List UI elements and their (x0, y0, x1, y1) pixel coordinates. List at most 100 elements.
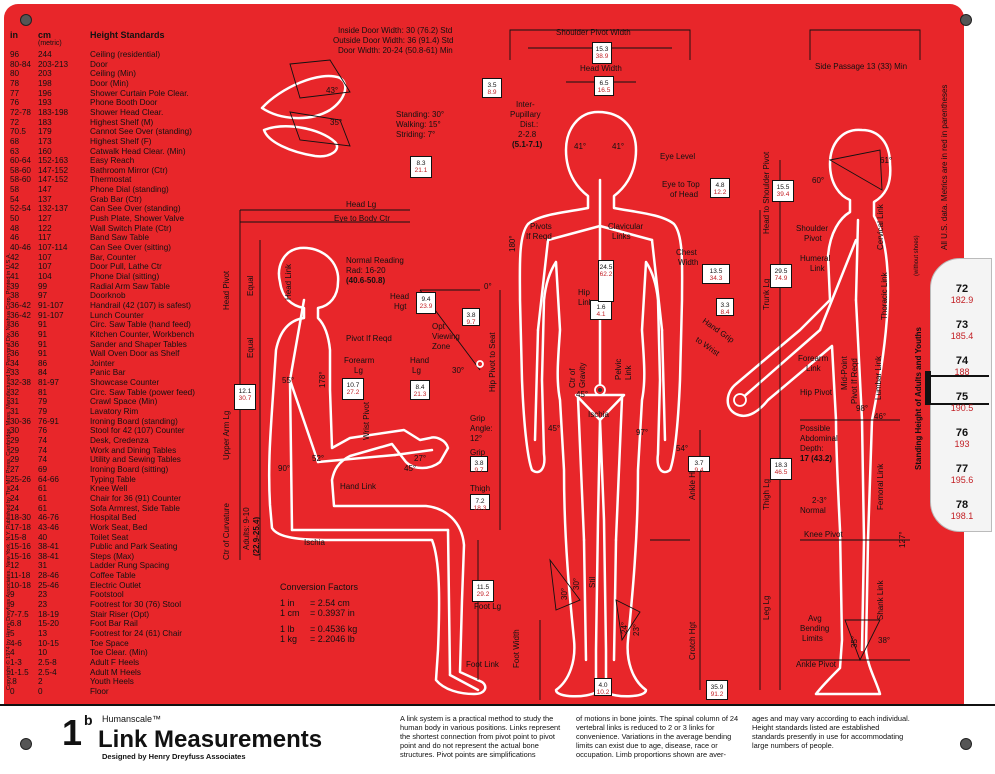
box-in: 8.4 (415, 384, 425, 391)
box-cm: 23.9 (419, 303, 433, 310)
conversion-factors: Conversion Factors 1 in= 2.54 cm 1 cm= 0… (280, 582, 358, 644)
box-in: 24.5 (599, 264, 613, 271)
row-label: Toilet Seat (90, 532, 129, 542)
eye-level: Eye Level (660, 152, 696, 161)
opt-viewing-3: Zone (432, 342, 451, 351)
row-cm: 173 (38, 136, 52, 146)
thigh-lg: Thigh (470, 484, 491, 493)
row-cm: 84 (38, 368, 48, 378)
crotch-hgt: Crotch Hgt (688, 621, 697, 660)
row-in: 52-54 (10, 204, 31, 214)
dial-inch: 72 (955, 283, 969, 295)
pivots: Pivots (530, 222, 552, 231)
box-in: 3.5 (487, 82, 497, 89)
row-cm: 31 (38, 561, 48, 571)
row-label: Phone Dial (sitting) (90, 271, 160, 281)
row-cm: 2 (38, 677, 43, 687)
adults-curvature: Adults: 9-10 (242, 507, 251, 550)
ischia-seated: Ischia (304, 538, 325, 547)
ctr-gravity-2: Gravity (578, 362, 587, 388)
hip-pivot-seat: Hip Pivot to Seat (488, 332, 497, 392)
box-in: 8.3 (416, 160, 426, 167)
angle-43: 43° (326, 86, 339, 95)
box-cm: 9.7 (466, 319, 476, 326)
row-cm: 117 (38, 233, 52, 243)
dial-inch: 73 (955, 319, 969, 331)
row-in: 4-6 (10, 638, 22, 648)
midpoint-pivot-2: Pivot If Reqd (850, 358, 859, 404)
avg-bending-3: Limits (802, 634, 823, 643)
row-in: 31 (10, 407, 20, 417)
row-label: Door Pull, Lathe Ctr (90, 262, 162, 272)
row-in: 36 (10, 349, 20, 359)
box-in: 10.7 (346, 382, 360, 389)
box-cm: 30.7 (238, 395, 252, 402)
box-in: 3.3 (720, 302, 730, 309)
angle-41a: 41° (574, 142, 587, 151)
row-in: 42 (10, 252, 20, 262)
row-label: Circ. Saw Table (power feed) (90, 387, 195, 397)
row-in: 63 (10, 146, 20, 156)
row-label: Footrest for 30 (76) Stool (90, 600, 182, 610)
row-cm: 23 (38, 590, 48, 600)
footer (0, 704, 995, 774)
row-label: Ironing Board (sitting) (90, 464, 169, 474)
row-label: Kitchen Counter, Workbench (90, 329, 195, 339)
angle-35-side: 35° (850, 635, 859, 648)
inside-door-width: Inside Door Width: 30 (76.2) Std (338, 26, 453, 35)
row-cm: 43-46 (38, 522, 59, 532)
row-cm: 91-107 (38, 310, 64, 320)
row-in: 25-26 (10, 474, 31, 484)
row-cm: 137 (38, 194, 52, 204)
row-label: Circ. Saw Table (hand feed) (90, 320, 191, 330)
row-cm: 86 (38, 358, 48, 368)
row-label: Push Plate, Shower Valve (90, 214, 185, 224)
dial-indicator (931, 375, 989, 405)
angle-45b: 45° (548, 424, 561, 433)
row-in: 15-16 (10, 551, 31, 561)
clavicular-2: Links (612, 232, 631, 241)
row-label: Ironing Board (standing) (90, 416, 178, 426)
forearm-lg-2: Lg (354, 366, 363, 375)
shoulder-pivot-2: Pivot (804, 234, 822, 243)
conversion-title: Conversion Factors (280, 582, 359, 592)
row-cm: 61 (38, 484, 48, 494)
ischia-front: Ischia (588, 410, 609, 419)
clavicular: Clavicular (608, 222, 644, 231)
forearm-link: Forearm (798, 354, 829, 363)
angle-178: 178° (318, 371, 327, 388)
dial-notch (925, 371, 931, 405)
row-cm: 28-46 (38, 571, 59, 581)
row-cm: 2.5-4 (38, 667, 57, 677)
interpupillary-3: Dist.: (520, 120, 539, 129)
dial-cm: 185.4 (950, 331, 974, 341)
abdominal-label: Abdominal (800, 434, 838, 443)
equal-2: Equal (246, 337, 255, 358)
row-in: 58-60 (10, 175, 31, 185)
box-cm: 91.2 (710, 691, 724, 698)
row-label: Public and Park Seating (90, 542, 178, 552)
row-label: Toe Clear. (Min) (90, 648, 148, 658)
screw-icon (960, 14, 972, 26)
box-in: 13.5 (709, 268, 723, 275)
grip-angle-2: Angle: (470, 424, 493, 433)
side-passage: Side Passage 13 (33) Min (815, 62, 908, 71)
eye-to-body: Eye to Body Ctr (334, 214, 391, 223)
row-in: 76 (10, 98, 20, 108)
row-label: Ceiling (Min) (90, 69, 136, 79)
angle-45a: 45° (576, 390, 589, 399)
row-cm: 203 (38, 69, 52, 79)
leg-lg: Leg Lg (762, 595, 771, 620)
foot-link: Foot Link (466, 660, 499, 669)
angle-30: 30° (452, 366, 465, 375)
box-cm: 9.4 (694, 467, 704, 474)
row-in: 36 (10, 339, 20, 349)
conv-1a: 1 in (280, 598, 295, 608)
row-cm: 40 (38, 532, 48, 542)
row-label: Door (Min) (90, 78, 129, 88)
